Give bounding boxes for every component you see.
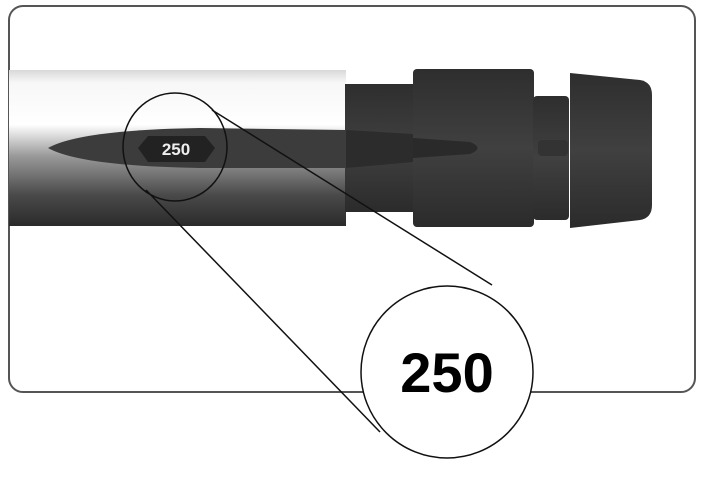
magnify-line-bottom — [145, 189, 381, 433]
dose-window-stripe-dark — [346, 130, 413, 168]
magnified-value: 250 — [400, 341, 493, 404]
pen-ring — [533, 96, 569, 220]
dose-window-label: 250 — [138, 136, 215, 162]
collar-taper — [413, 138, 478, 158]
magnify-line-top — [211, 109, 493, 286]
magnify-source-circle — [122, 92, 228, 202]
dose-knob — [570, 73, 652, 228]
ring-notch — [538, 140, 568, 156]
magnified-circle — [360, 285, 534, 459]
dose-window-value: 250 — [162, 140, 190, 159]
